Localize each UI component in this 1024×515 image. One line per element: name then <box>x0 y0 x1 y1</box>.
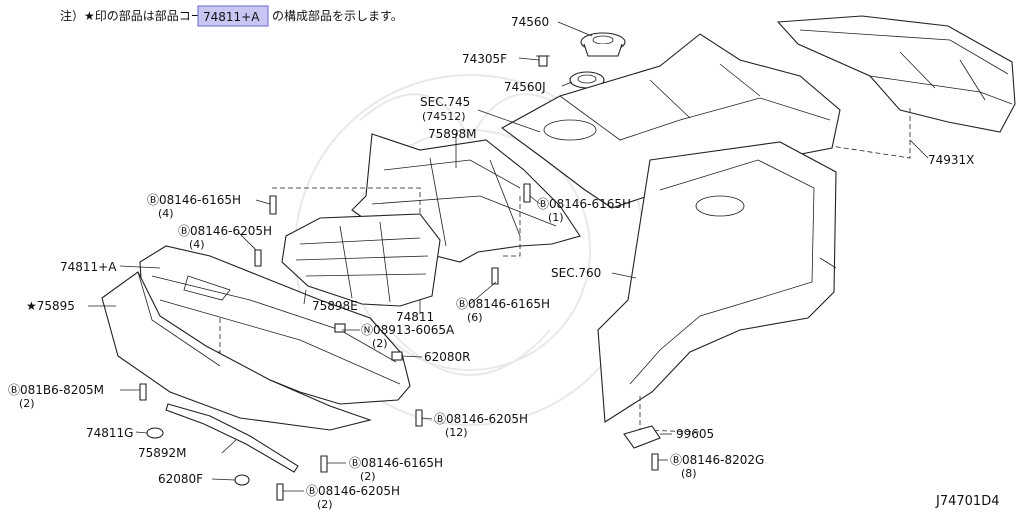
callout-74811g[interactable]: 74811G <box>86 426 133 440</box>
fasteners <box>139 183 659 501</box>
callout-08146-6205h-c-qty: (2) <box>317 498 333 510</box>
callout-08146-6165h-c-qty: (6) <box>467 311 483 324</box>
callout-74560[interactable]: 74560 <box>511 15 549 29</box>
callout-75898m[interactable]: 75898M <box>428 127 477 141</box>
callout-74811[interactable]: 74811 <box>396 310 434 324</box>
callout-08146-8202g[interactable]: Ⓑ08146-8202G <box>670 453 764 467</box>
callout-08146-6165h-d[interactable]: Ⓑ08146-6165H <box>349 456 443 470</box>
callout-08146-6205h-b-qty: (12) <box>445 426 468 439</box>
callout-62080f[interactable]: 62080F <box>158 472 203 486</box>
callout-08146-6165h-b-qty: (1) <box>548 211 564 224</box>
insulator-74931x-drawing <box>671 15 1016 159</box>
strip-75892m-drawing <box>165 403 299 473</box>
callout-74931x[interactable]: 74931X <box>928 153 974 167</box>
leader-lines <box>88 21 929 492</box>
callout-08146-6205h-c[interactable]: Ⓑ08146-6205H <box>306 484 400 498</box>
callout-75895[interactable]: ★75895 <box>26 299 75 313</box>
callout-081b6-8205m[interactable]: Ⓑ081B6-8205M <box>8 383 104 397</box>
header-note: 注）★印の部品は部品コード 74811+A の構成部品を示します。 <box>60 5 403 27</box>
callout-08146-6205h-a[interactable]: Ⓑ08146-6205H <box>178 224 272 238</box>
callout-75892m[interactable]: 75892M <box>138 446 187 460</box>
callouts: 74560 74305F 74560J SEC.745 (74512) 7589… <box>8 15 974 511</box>
callout-74811a[interactable]: 74811+A <box>60 260 117 274</box>
callout-08146-6165h-c[interactable]: Ⓑ08146-6165H <box>456 297 550 311</box>
callout-74305f[interactable]: 74305F <box>462 52 507 66</box>
note-suffix: の構成部品を示します。 <box>272 8 403 23</box>
front-spoiler-75895-drawing <box>101 271 372 431</box>
callout-sec745-qty: (74512) <box>422 110 466 123</box>
under-cover-74811-drawing <box>272 187 441 307</box>
mount-74560-drawing <box>580 32 626 57</box>
callout-sec745[interactable]: SEC.745 <box>420 95 470 109</box>
callout-08146-6165h-a[interactable]: Ⓑ08146-6165H <box>147 193 241 207</box>
callout-99605[interactable]: 99605 <box>676 427 714 441</box>
highlighted-part-code-box <box>197 5 269 27</box>
note-prefix: 注）★印の部品は部品コード <box>60 8 215 23</box>
rear-body-structure-drawing <box>500 33 841 433</box>
callout-08146-8202g-qty: (8) <box>681 467 697 480</box>
callout-08146-6205h-b[interactable]: Ⓑ08146-6205H <box>434 412 528 426</box>
callout-74560j[interactable]: 74560J <box>504 80 546 94</box>
callout-08146-6205h-a-qty: (4) <box>189 238 205 251</box>
bracket-99605-drawing <box>623 425 661 449</box>
callout-62080r[interactable]: 62080R <box>424 350 471 364</box>
callout-08146-6165h-d-qty: (2) <box>360 470 376 483</box>
callout-sec760[interactable]: SEC.760 <box>551 266 601 280</box>
callout-08913-6065a[interactable]: Ⓝ08913-6065A <box>361 323 455 337</box>
callout-081b6-8205m-qty: (2) <box>19 397 35 410</box>
clip-74305f-drawing <box>536 55 550 67</box>
diagram-code: J74701D4 <box>935 494 999 509</box>
note-part-code[interactable]: 74811+A <box>203 10 260 24</box>
ring-74560j-drawing <box>569 71 605 89</box>
callout-08146-6165h-b[interactable]: Ⓑ08146-6165H <box>537 197 631 211</box>
callout-08146-6165h-a-qty: (4) <box>158 207 174 220</box>
callout-75898e[interactable]: 75898E <box>312 299 358 313</box>
callout-08913-6065a-qty: (2) <box>372 337 388 350</box>
